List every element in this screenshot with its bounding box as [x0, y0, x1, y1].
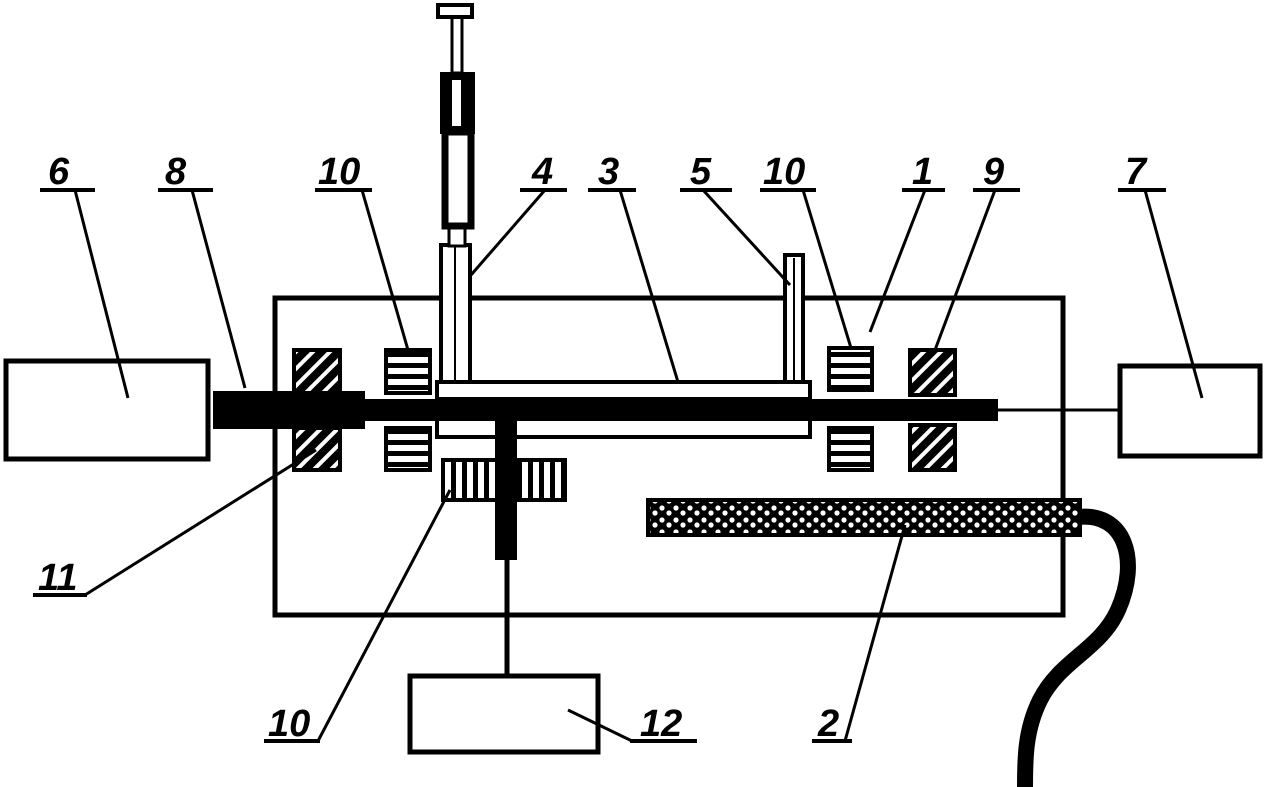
- label-2-text: 2: [817, 703, 839, 745]
- leader-6: [73, 189, 130, 399]
- label-10a-text: 10: [318, 151, 360, 193]
- gear-10-right-bottom: [827, 426, 874, 472]
- label-6: 6: [40, 151, 95, 193]
- shaft-8-thick: [213, 391, 365, 429]
- label-9-text: 9: [983, 151, 1004, 193]
- label-7-text: 7: [1125, 151, 1148, 193]
- label-4: 4: [520, 151, 567, 193]
- label-10b-text: 10: [763, 151, 805, 193]
- bearing-11-top: [292, 348, 342, 395]
- syringe-plunger-stem: [450, 15, 464, 75]
- label-8: 8: [158, 151, 213, 193]
- label-7: 7: [1118, 151, 1166, 193]
- leader-8: [190, 189, 247, 389]
- leader-2: [843, 524, 907, 742]
- label-3-text: 3: [598, 151, 619, 193]
- bearing-9-top: [908, 348, 957, 397]
- unit-box-12: [407, 673, 601, 755]
- leader-10c: [316, 489, 452, 742]
- gear-10-left-bottom: [384, 426, 432, 472]
- syringe-plunger-head: [436, 3, 474, 19]
- chamber-1: [272, 295, 1066, 618]
- label-8-text: 8: [165, 151, 187, 193]
- syringe-barrel-window: [452, 80, 461, 126]
- label-12: 12: [630, 703, 697, 745]
- leader-12: [567, 708, 633, 743]
- label-2: 2: [812, 703, 852, 745]
- label-1: 1: [902, 151, 945, 193]
- gear-10-left-top: [384, 348, 432, 395]
- leader-3: [618, 189, 680, 383]
- label-3: 3: [588, 151, 636, 193]
- leader-4: [469, 189, 547, 276]
- label-6-text: 6: [48, 151, 70, 193]
- label-12-text: 12: [640, 703, 682, 745]
- leader-7: [1143, 189, 1204, 399]
- syringe-barrel-lower: [441, 128, 475, 230]
- label-10b: 10: [760, 151, 816, 193]
- leader-10a: [360, 189, 410, 351]
- drive-shaft-vertical: [495, 420, 517, 560]
- label-5-text: 5: [690, 151, 712, 193]
- leader-11: [84, 448, 317, 597]
- heater-cable: [1017, 508, 1136, 787]
- label-10c-text: 10: [268, 703, 310, 745]
- label-11: 11: [33, 557, 87, 599]
- leader-1: [868, 189, 927, 333]
- tube-3-core: [437, 397, 810, 421]
- leader-10b: [801, 189, 853, 349]
- bearing-9-bottom: [908, 423, 957, 472]
- leader-9: [933, 189, 997, 351]
- leader-5: [701, 188, 792, 287]
- label-11-text: 11: [38, 557, 77, 599]
- label-5: 5: [680, 151, 732, 193]
- unit-box-6: [3, 358, 211, 462]
- heater-2: [646, 498, 1082, 537]
- label-9: 9: [973, 151, 1020, 193]
- unit-box-7: [1117, 363, 1263, 459]
- label-4-text: 4: [531, 151, 553, 193]
- label-1-text: 1: [912, 151, 933, 193]
- bearing-11-bottom: [292, 426, 342, 472]
- label-10c: 10: [264, 703, 320, 745]
- label-10a: 10: [315, 151, 372, 193]
- gear-10-right-top: [827, 346, 874, 392]
